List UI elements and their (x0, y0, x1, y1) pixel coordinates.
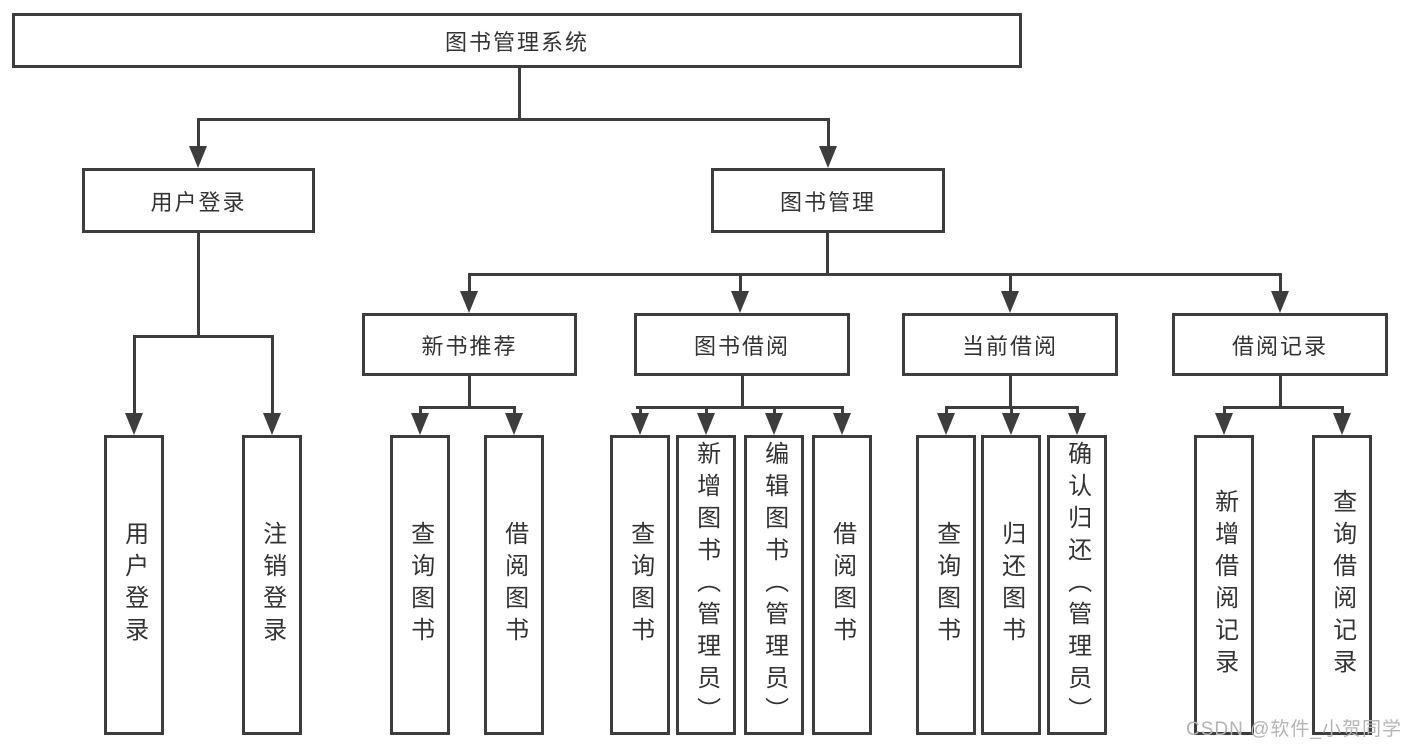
watermark-text: CSDN @软件_小贺同学 (1186, 719, 1402, 740)
connector-line (419, 406, 516, 409)
connector-line (1341, 406, 1344, 416)
arrow-down-icon (833, 413, 851, 435)
connector-line (133, 335, 274, 338)
node-book-management-label: 图书管理 (779, 189, 876, 215)
arrow-down-icon (1333, 413, 1351, 435)
leaf-add-books-admin-label: 新增图书（管理员） (692, 441, 720, 729)
leaf-borrow-books-label: 借阅图书 (828, 521, 856, 649)
node-new-book-recommend: 新书推荐 (362, 313, 577, 376)
arrow-down-icon (631, 413, 649, 435)
leaf-user-login: 用户登录 (104, 435, 164, 735)
arrow-down-icon (125, 413, 143, 435)
arrow-down-icon (460, 291, 478, 313)
leaf-query-books-current-label: 查询图书 (932, 521, 960, 649)
connector-line (197, 233, 200, 338)
leaf-query-borrow-record-label: 查询借阅记录 (1328, 489, 1356, 681)
node-library-system: 图书管理系统 (12, 13, 1022, 68)
arrow-down-icon (1068, 413, 1086, 435)
connector-line (518, 66, 521, 120)
leaf-user-login-label: 用户登录 (120, 521, 148, 649)
connector-line (773, 406, 776, 416)
connector-line (1279, 376, 1282, 409)
node-book-borrow-label: 图书借阅 (693, 333, 790, 359)
leaf-add-books-admin: 新增图书（管理员） (676, 435, 736, 735)
arrow-down-icon (937, 413, 955, 435)
connector-line (197, 118, 200, 150)
connector-line (1223, 406, 1344, 409)
node-user-login: 用户登录 (82, 168, 315, 233)
connector-line (1223, 406, 1226, 416)
leaf-edit-books-admin: 编辑图书（管理员） (744, 435, 804, 735)
arrow-down-icon (411, 413, 429, 435)
connector-line (841, 406, 844, 416)
leaf-confirm-return-admin: 确认归还（管理员） (1047, 435, 1107, 735)
node-borrow-records-label: 借阅记录 (1231, 333, 1328, 359)
connector-line (419, 406, 422, 416)
connector-line (1076, 406, 1079, 416)
leaf-borrow-books-recommend: 借阅图书 (484, 435, 544, 735)
leaf-return-books-label: 归还图书 (997, 521, 1025, 649)
arrow-down-icon (731, 291, 749, 313)
connector-line (826, 233, 829, 276)
connector-line (468, 273, 471, 293)
connector-line (945, 406, 948, 416)
arrow-down-icon (263, 413, 281, 435)
arrow-down-icon (819, 146, 837, 168)
node-book-management: 图书管理 (711, 168, 945, 233)
leaf-logout-label: 注销登录 (258, 521, 286, 649)
leaf-query-borrow-record: 查询借阅记录 (1312, 435, 1372, 735)
connector-line (197, 118, 830, 121)
arrow-down-icon (505, 413, 523, 435)
connector-line (639, 406, 642, 416)
connector-line (636, 406, 844, 409)
leaf-borrow-books: 借阅图书 (812, 435, 872, 735)
node-new-book-recommend-label: 新书推荐 (421, 333, 518, 359)
connector-line (741, 376, 744, 409)
connector-line (1009, 376, 1012, 409)
leaf-query-books-recommend: 查询图书 (390, 435, 450, 735)
node-library-system-label: 图书管理系统 (444, 29, 589, 55)
leaf-logout: 注销登录 (242, 435, 302, 735)
leaf-query-books-recommend-label: 查询图书 (406, 521, 434, 649)
node-user-login-label: 用户登录 (150, 189, 247, 215)
connector-line (1009, 273, 1012, 293)
arrow-down-icon (1002, 413, 1020, 435)
connector-line (133, 335, 136, 415)
connector-line (271, 335, 274, 415)
connector-line (739, 273, 742, 293)
connector-line (1010, 406, 1013, 416)
connector-line (705, 406, 708, 416)
leaf-add-borrow-record: 新增借阅记录 (1194, 435, 1254, 735)
node-current-borrow-label: 当前借阅 (961, 333, 1058, 359)
connector-line (1279, 273, 1282, 293)
leaf-query-books-borrow-label: 查询图书 (626, 521, 654, 649)
node-current-borrow: 当前借阅 (902, 313, 1118, 376)
arrow-down-icon (189, 146, 207, 168)
arrow-down-icon (765, 413, 783, 435)
leaf-borrow-books-recommend-label: 借阅图书 (500, 521, 528, 649)
connector-line (513, 406, 516, 416)
arrow-down-icon (1001, 291, 1019, 313)
leaf-query-books-borrow: 查询图书 (610, 435, 670, 735)
arrow-down-icon (1271, 291, 1289, 313)
node-book-borrow: 图书借阅 (634, 313, 850, 376)
leaf-add-borrow-record-label: 新增借阅记录 (1210, 489, 1238, 681)
leaf-edit-books-admin-label: 编辑图书（管理员） (760, 441, 788, 729)
leaf-return-books: 归还图书 (981, 435, 1041, 735)
node-borrow-records: 借阅记录 (1172, 313, 1388, 376)
leaf-query-books-current: 查询图书 (916, 435, 976, 735)
connector-line (468, 376, 471, 409)
arrow-down-icon (1215, 413, 1233, 435)
connector-line (468, 273, 1282, 276)
leaf-confirm-return-admin-label: 确认归还（管理员） (1063, 441, 1091, 729)
connector-line (827, 118, 830, 150)
arrow-down-icon (697, 413, 715, 435)
